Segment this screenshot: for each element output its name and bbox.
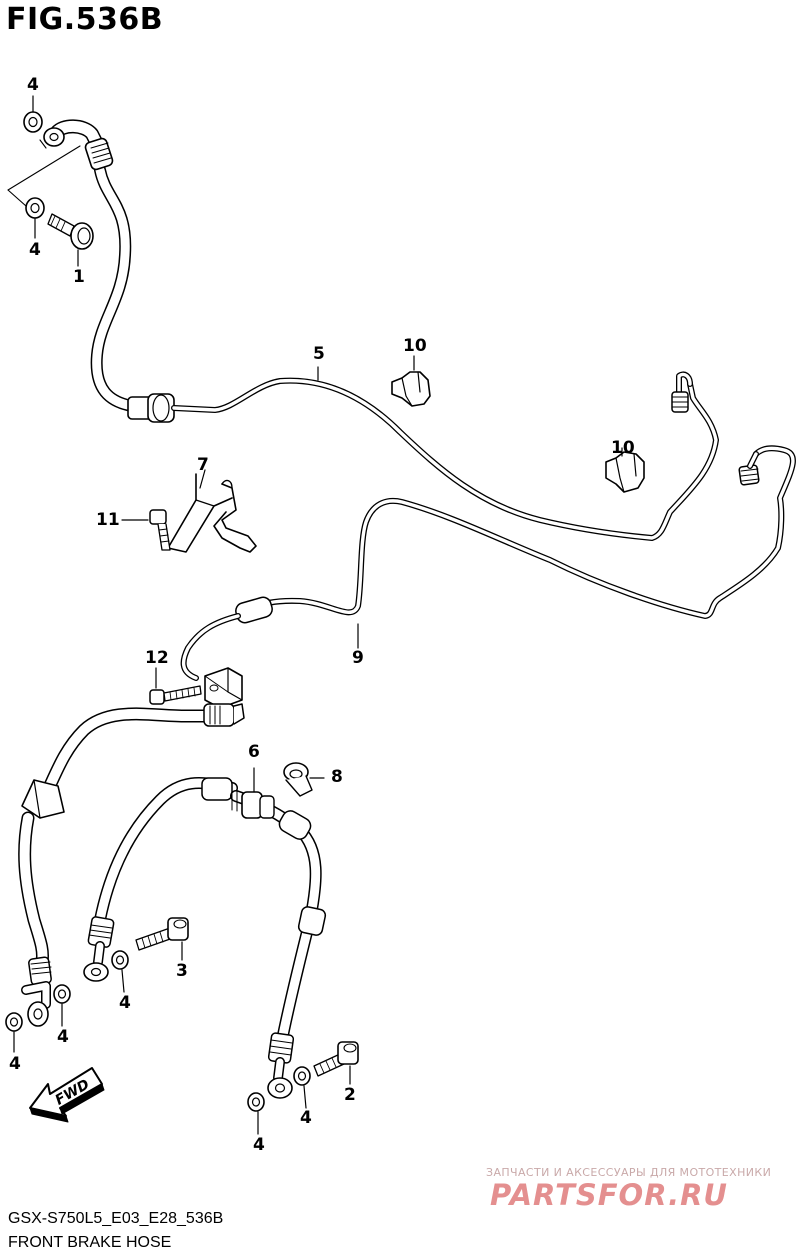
watermark-brand: PARTSFOR.RU <box>490 1178 728 1212</box>
clip-10-lower <box>605 447 645 493</box>
washer-caliper-left <box>111 950 129 993</box>
callout-12: 12 <box>145 648 169 668</box>
callout-6: 6 <box>248 742 260 762</box>
callout-4-lower-left: 4 <box>9 1054 21 1074</box>
callout-1: 1 <box>73 267 85 287</box>
callout-7: 7 <box>197 455 209 475</box>
callout-9: 9 <box>352 648 364 668</box>
callout-8: 8 <box>331 767 343 787</box>
three-way-joint <box>204 667 243 709</box>
caliper-hose-left <box>18 703 245 1027</box>
bolt-2 <box>313 1041 359 1085</box>
model-code: GSX-S750L5_E03_E28_536B <box>8 1210 224 1227</box>
washer-lower-mid <box>53 984 71 1027</box>
bolt-12 <box>149 667 202 705</box>
washer-top-b <box>25 197 45 239</box>
clip-10-upper <box>391 355 431 407</box>
figure-caption: FRONT BRAKE HOSE <box>8 1234 172 1251</box>
callout-3: 3 <box>176 961 188 981</box>
screw-11 <box>121 509 171 551</box>
figure-title: FIG.536B <box>6 2 164 37</box>
callout-10-lower: 10 <box>611 438 635 458</box>
washer-top-a <box>23 95 43 133</box>
clamp-8 <box>283 762 325 797</box>
caliper-hose-right <box>230 767 327 1099</box>
callout-4-caliper-right-b: 4 <box>300 1108 312 1128</box>
callout-2: 2 <box>344 1085 356 1105</box>
callout-4-caliper-left: 4 <box>119 993 131 1013</box>
bolt-3 <box>135 917 189 961</box>
callout-10-upper: 10 <box>403 336 427 356</box>
callout-4-top-b: 4 <box>29 240 41 260</box>
watermark-tagline: ЗАПЧАСТИ И АКСЕССУАРЫ ДЛЯ МОТОТЕХНИКИ <box>486 1166 772 1179</box>
caliper-hose-middle <box>83 777 238 982</box>
callout-4-lower-mid: 4 <box>57 1027 69 1047</box>
callout-4-top-a: 4 <box>27 75 39 95</box>
bracket-7 <box>167 469 257 553</box>
alignment-lines <box>7 139 81 207</box>
bolt-1 <box>47 213 94 267</box>
callout-4-caliper-right-a: 4 <box>253 1135 265 1155</box>
washer-caliper-right-a <box>247 1092 265 1135</box>
brake-hose-5 <box>43 119 719 541</box>
callout-5: 5 <box>313 344 325 364</box>
brake-pipe-9 <box>180 445 796 681</box>
fwd-arrow: FWD <box>29 1067 105 1123</box>
callout-11: 11 <box>96 510 120 530</box>
washer-caliper-right-b <box>293 1066 311 1109</box>
washer-lower-left <box>5 1012 23 1053</box>
